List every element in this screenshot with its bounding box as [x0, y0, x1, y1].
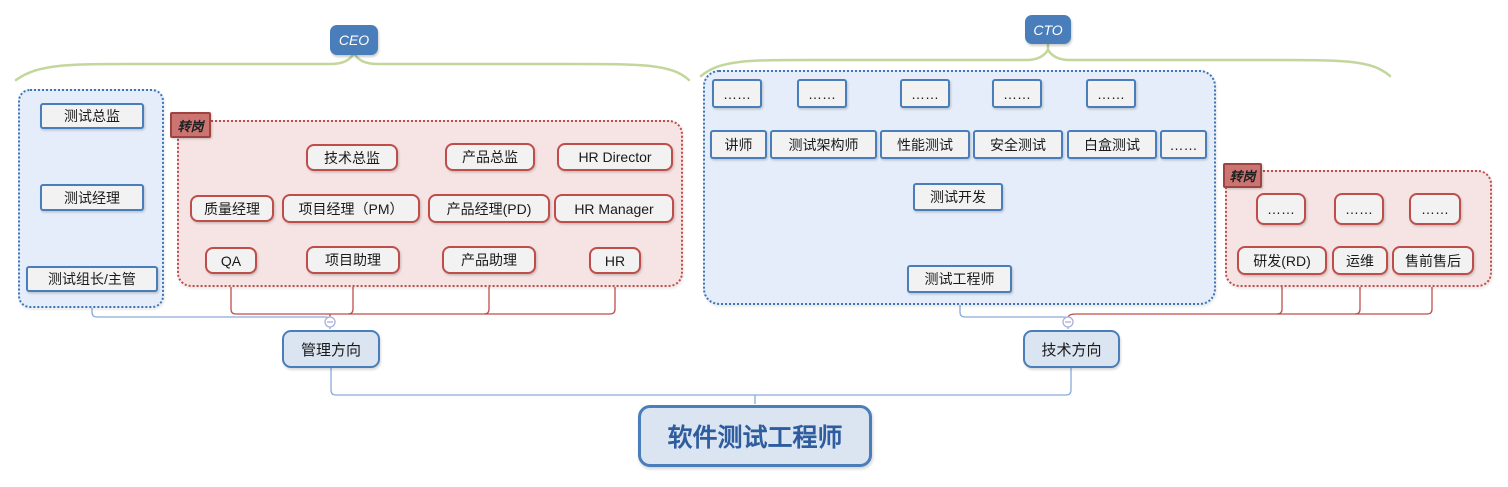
node-quality-manager[interactable]: 质量经理	[190, 195, 274, 222]
root-node[interactable]: 软件测试工程师	[638, 405, 872, 467]
node-qa[interactable]: QA	[205, 247, 257, 274]
node-test-dev[interactable]: 测试开发	[913, 183, 1003, 211]
node-ops[interactable]: 运维	[1332, 246, 1388, 275]
node-test-engineer[interactable]: 测试工程师	[907, 265, 1012, 293]
node-ellipsis[interactable]: ……	[797, 79, 847, 108]
node-ellipsis[interactable]: ……	[712, 79, 762, 108]
node-project-assistant[interactable]: 项目助理	[306, 246, 400, 274]
node-presales-aftersales[interactable]: 售前售后	[1392, 246, 1474, 275]
badge-ceo[interactable]: CEO	[330, 25, 378, 55]
badge-cto[interactable]: CTO	[1025, 15, 1071, 44]
node-ellipsis[interactable]: ……	[1256, 193, 1306, 225]
node-ellipsis[interactable]: ……	[1086, 79, 1136, 108]
node-hr[interactable]: HR	[589, 247, 641, 274]
node-security-testing[interactable]: 安全测试	[973, 130, 1063, 159]
ceo-brace	[14, 50, 691, 82]
node-test-architect[interactable]: 测试架构师	[770, 130, 877, 159]
direction-management[interactable]: 管理方向	[282, 330, 380, 368]
node-hr-director[interactable]: HR Director	[557, 143, 673, 171]
node-product-assistant[interactable]: 产品助理	[442, 246, 536, 274]
node-tech-director[interactable]: 技术总监	[306, 144, 398, 171]
direction-technical[interactable]: 技术方向	[1023, 330, 1120, 368]
node-project-manager[interactable]: 项目经理（PM）	[282, 194, 420, 223]
badge-transfer-left[interactable]: 转岗	[170, 112, 211, 138]
node-ellipsis-more[interactable]: ……	[1160, 130, 1207, 159]
node-product-manager[interactable]: 产品经理(PD)	[428, 194, 550, 223]
node-lecturer[interactable]: 讲师	[710, 130, 767, 159]
node-ellipsis[interactable]: ……	[992, 79, 1042, 108]
node-product-director[interactable]: 产品总监	[445, 143, 535, 171]
node-test-lead[interactable]: 测试组长/主管	[26, 266, 158, 292]
badge-transfer-right[interactable]: 转岗	[1223, 163, 1262, 188]
node-ellipsis[interactable]: ……	[1334, 193, 1384, 225]
cto-brace	[699, 42, 1392, 78]
node-whitebox-testing[interactable]: 白盒测试	[1067, 130, 1157, 159]
node-ellipsis[interactable]: ……	[900, 79, 950, 108]
node-hr-manager[interactable]: HR Manager	[554, 194, 674, 223]
node-rd[interactable]: 研发(RD)	[1237, 246, 1327, 275]
node-performance-testing[interactable]: 性能测试	[880, 130, 970, 159]
node-test-manager[interactable]: 测试经理	[40, 184, 144, 211]
node-test-director[interactable]: 测试总监	[40, 103, 144, 129]
node-ellipsis[interactable]: ……	[1409, 193, 1461, 225]
